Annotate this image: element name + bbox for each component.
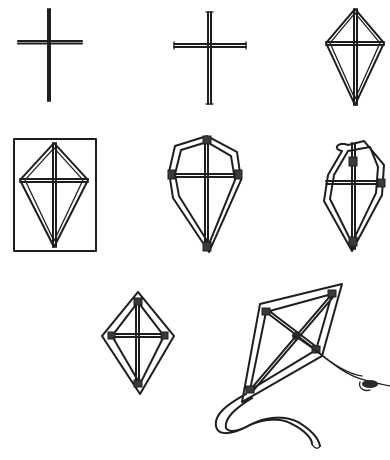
step-4-frame-on-paper — [10, 135, 100, 255]
step-7-finished-kite — [98, 288, 178, 398]
step-8-kite-with-tail — [208, 280, 390, 455]
step-6-paper-glued — [318, 135, 390, 255]
step-5-paper-folded — [165, 132, 245, 257]
step-2-notched-sticks — [170, 8, 250, 108]
step-3-string-frame — [322, 5, 387, 110]
step-1-crossed-sticks — [10, 5, 90, 105]
